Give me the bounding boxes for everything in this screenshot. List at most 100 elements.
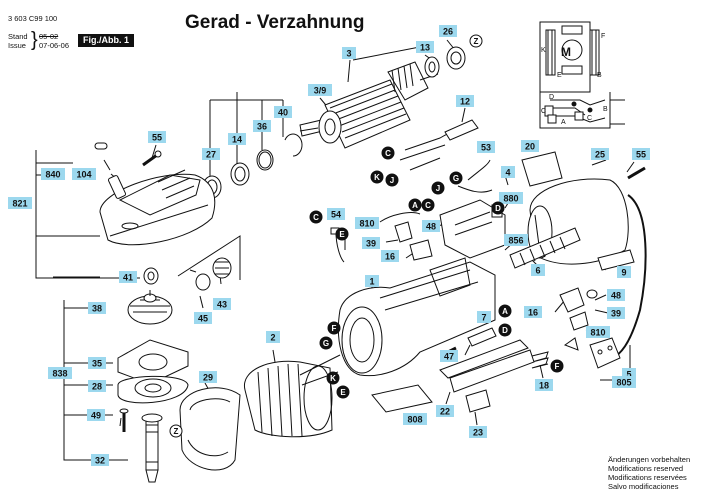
part-label-box bbox=[504, 234, 528, 246]
part-label-box bbox=[8, 197, 32, 209]
part-label-box bbox=[202, 148, 220, 160]
screw-55-right bbox=[627, 166, 646, 180]
connector-marker-cJ1: J bbox=[385, 173, 399, 187]
armature-part bbox=[299, 61, 439, 149]
footer-line: Salvo modificaciones bbox=[608, 482, 679, 491]
connector-marker-circle bbox=[327, 321, 341, 335]
footer-notes: Änderungen vorbehalten Modifications res… bbox=[608, 455, 690, 491]
bevel-gear-38 bbox=[127, 290, 173, 325]
connector-marker-cC2: C bbox=[309, 210, 323, 224]
part-label-box bbox=[586, 326, 610, 338]
part-label-box bbox=[194, 312, 212, 324]
part-label-text: 32 bbox=[95, 456, 105, 466]
connector-marker-text: A bbox=[412, 201, 418, 210]
part-label-box bbox=[266, 331, 280, 343]
figure-label: Fig./Abb. 1 bbox=[78, 34, 134, 47]
connector-marker-circle bbox=[431, 181, 445, 195]
connector-marker-text: K bbox=[374, 173, 380, 182]
part-label-p29: 29 bbox=[199, 371, 217, 383]
part-label-box bbox=[88, 302, 106, 314]
part-label-text: 47 bbox=[444, 352, 454, 362]
part-label-text: 39 bbox=[366, 239, 376, 249]
part-label-text: 23 bbox=[473, 428, 483, 438]
part-label-p856: 856 bbox=[504, 234, 528, 246]
part-label-text: 18 bbox=[539, 381, 549, 391]
part-label-text: 856 bbox=[508, 236, 523, 246]
part-label-text: 12 bbox=[460, 97, 470, 107]
part-label-p20: 20 bbox=[521, 140, 539, 152]
cable-protector-6 bbox=[509, 227, 581, 269]
connector-marker-text: Z bbox=[474, 37, 479, 46]
part-label-box bbox=[617, 266, 631, 278]
connector-marker-circle bbox=[326, 371, 340, 385]
part-label-box bbox=[88, 380, 106, 392]
carbon-brush-left bbox=[379, 212, 421, 243]
part-label-box bbox=[439, 25, 457, 37]
issue-date: 07-06-06 bbox=[39, 41, 70, 50]
part-label-box bbox=[612, 376, 636, 388]
part-label-text: 20 bbox=[525, 142, 535, 152]
part-label-p810a: 810 bbox=[355, 217, 379, 229]
connector-marker-cZ1: Z bbox=[469, 34, 483, 48]
part-label-p2: 2 bbox=[266, 331, 280, 343]
part-label-p35: 35 bbox=[88, 357, 106, 369]
part-label-text: 40 bbox=[278, 108, 288, 118]
part-label-p838: 838 bbox=[48, 367, 72, 379]
connector-marker-circle bbox=[335, 227, 349, 241]
part-label-text: 35 bbox=[92, 359, 102, 369]
connector-marker-text: K bbox=[330, 374, 336, 383]
connector-marker-text: J bbox=[436, 184, 440, 193]
motor-symbol-label: M bbox=[561, 45, 571, 59]
part-label-p104: 104 bbox=[72, 168, 96, 180]
label-sheets bbox=[371, 151, 635, 413]
connector-marker-cF1: F bbox=[327, 321, 341, 335]
nut-41 bbox=[143, 267, 159, 285]
switch-button-23 bbox=[465, 389, 491, 413]
part-label-p55a: 55 bbox=[148, 131, 166, 143]
power-cord-5 bbox=[589, 194, 647, 369]
connector-marker-cC1: C bbox=[381, 146, 395, 160]
part-label-p12: 12 bbox=[456, 95, 474, 107]
bearing-flange bbox=[117, 339, 189, 404]
part-label-box bbox=[365, 275, 379, 287]
part-label-text: 29 bbox=[203, 373, 213, 383]
part-label-text: 39 bbox=[611, 309, 621, 319]
connector-marker-text: Z bbox=[174, 427, 179, 436]
part-label-text: 810 bbox=[590, 328, 605, 338]
schematic-terminal-letter: B bbox=[597, 72, 602, 79]
part-label-text: 22 bbox=[440, 407, 450, 417]
part-label-text: 48 bbox=[611, 291, 621, 301]
part-label-box bbox=[535, 379, 553, 391]
part-label-text: 26 bbox=[443, 27, 453, 37]
issue-label: Issue bbox=[8, 41, 26, 50]
part-label-p39a: 3/9 bbox=[308, 84, 332, 96]
part-label-p45: 45 bbox=[194, 312, 212, 324]
part-label-box bbox=[436, 405, 454, 417]
part-label-box bbox=[342, 47, 356, 59]
connector-marker-cE2: E bbox=[336, 385, 350, 399]
part-label-p36: 36 bbox=[253, 120, 271, 132]
part-label-text: 838 bbox=[52, 369, 67, 379]
part-label-box bbox=[632, 148, 650, 160]
part-label-box bbox=[228, 133, 246, 145]
connector-marker-text: F bbox=[332, 324, 337, 333]
connector-marker-circle bbox=[319, 336, 333, 350]
part-label-text: 14 bbox=[232, 135, 242, 145]
part-label-text: 55 bbox=[152, 133, 162, 143]
part-label-box bbox=[521, 140, 539, 152]
part-label-box bbox=[456, 95, 474, 107]
connector-marker-circle bbox=[381, 146, 395, 160]
part-label-text: 4 bbox=[505, 168, 510, 178]
gear-housing bbox=[99, 169, 216, 246]
part-label-text: 28 bbox=[92, 382, 102, 392]
connector-marker-cA2: A bbox=[498, 304, 512, 318]
part-label-p55b: 55 bbox=[632, 148, 650, 160]
part-label-text: 49 bbox=[91, 411, 101, 421]
part-label-box bbox=[308, 84, 332, 96]
connector-marker-circle bbox=[370, 170, 384, 184]
part-label-box bbox=[72, 168, 96, 180]
part-label-p43: 43 bbox=[213, 298, 231, 310]
